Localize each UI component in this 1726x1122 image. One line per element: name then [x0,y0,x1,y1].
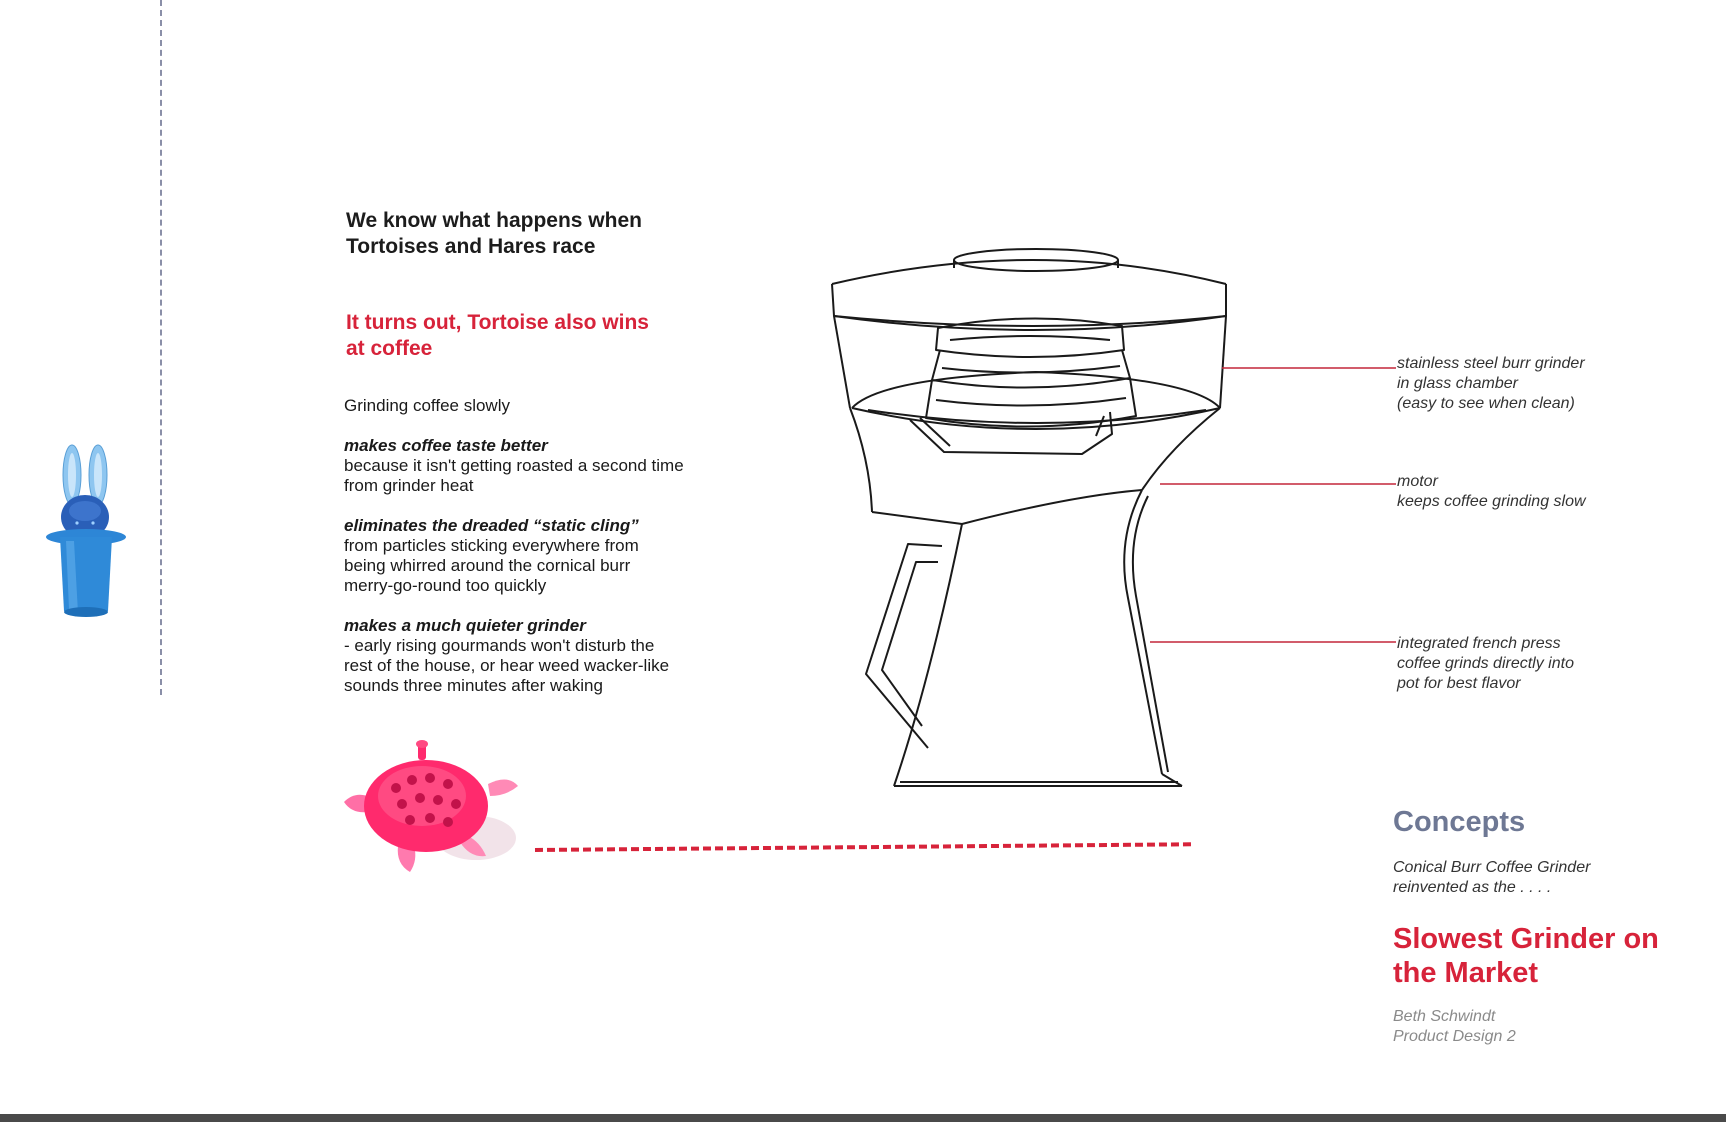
callout-line: coffee grinds directly into [1397,655,1574,672]
callout-line: keeps coffee grinding slow [1397,493,1586,510]
benefit-static: eliminates the dreaded “static cling” fr… [344,516,684,596]
tagline: Slowest Grinder on the Market [1393,923,1659,989]
course-name: Product Design 2 [1393,1028,1516,1045]
rabbit-toothpick-holder-image [46,444,126,617]
callout-line: pot for best flavor [1397,675,1521,692]
subhead: It turns out, Tortoise also wins at coff… [346,311,649,360]
benefit-title: makes a much quieter grinder [344,616,586,635]
benefit-text: because it isn't getting roasted a secon… [344,456,684,495]
concepts-desc-line: Conical Burr Coffee Grinder [1393,859,1591,876]
benefit-text: - early rising gourmands won't disturb t… [344,636,670,695]
concepts-desc-line: reinvented as the . . . . [1393,879,1552,896]
headline: We know what happens when Tortoises and … [346,209,642,258]
callout-french-press: integrated french press coffee grinds di… [1397,634,1637,694]
tortoise-infuser-image [344,740,518,872]
callout-line: motor [1397,473,1438,490]
concepts-title: Concepts [1393,806,1526,838]
concepts-description: Conical Burr Coffee Grinder reinvented a… [1393,858,1590,898]
bottom-bar [0,1114,1726,1122]
callout-line: stainless steel burr grinder [1397,355,1585,372]
callout-line: (easy to see when clean) [1397,395,1575,412]
coffee-grinder-drawing [831,248,1227,787]
callout-line: in glass chamber [1397,375,1518,392]
benefit-quiet: makes a much quieter grinder - early ris… [344,616,684,696]
body-intro: Grinding coffee slowly [344,396,510,415]
callout-burr-grinder: stainless steel burr grinder in glass ch… [1397,354,1637,414]
callout-motor: motor keeps coffee grinding slow [1397,472,1637,512]
author-name: Beth Schwindt [1393,1008,1496,1025]
body-text: Grinding coffee slowly makes coffee tast… [344,396,684,716]
benefit-title: eliminates the dreaded “static cling” [344,516,639,535]
benefit-title: makes coffee taste better [344,436,548,455]
benefit-taste: makes coffee taste better because it isn… [344,436,684,496]
credits: Beth Schwindt Product Design 2 [1393,1007,1516,1047]
benefit-text: from particles sticking everywhere from … [344,536,639,595]
vertical-dashed-divider [160,0,162,695]
callout-line: integrated french press [1397,635,1561,652]
